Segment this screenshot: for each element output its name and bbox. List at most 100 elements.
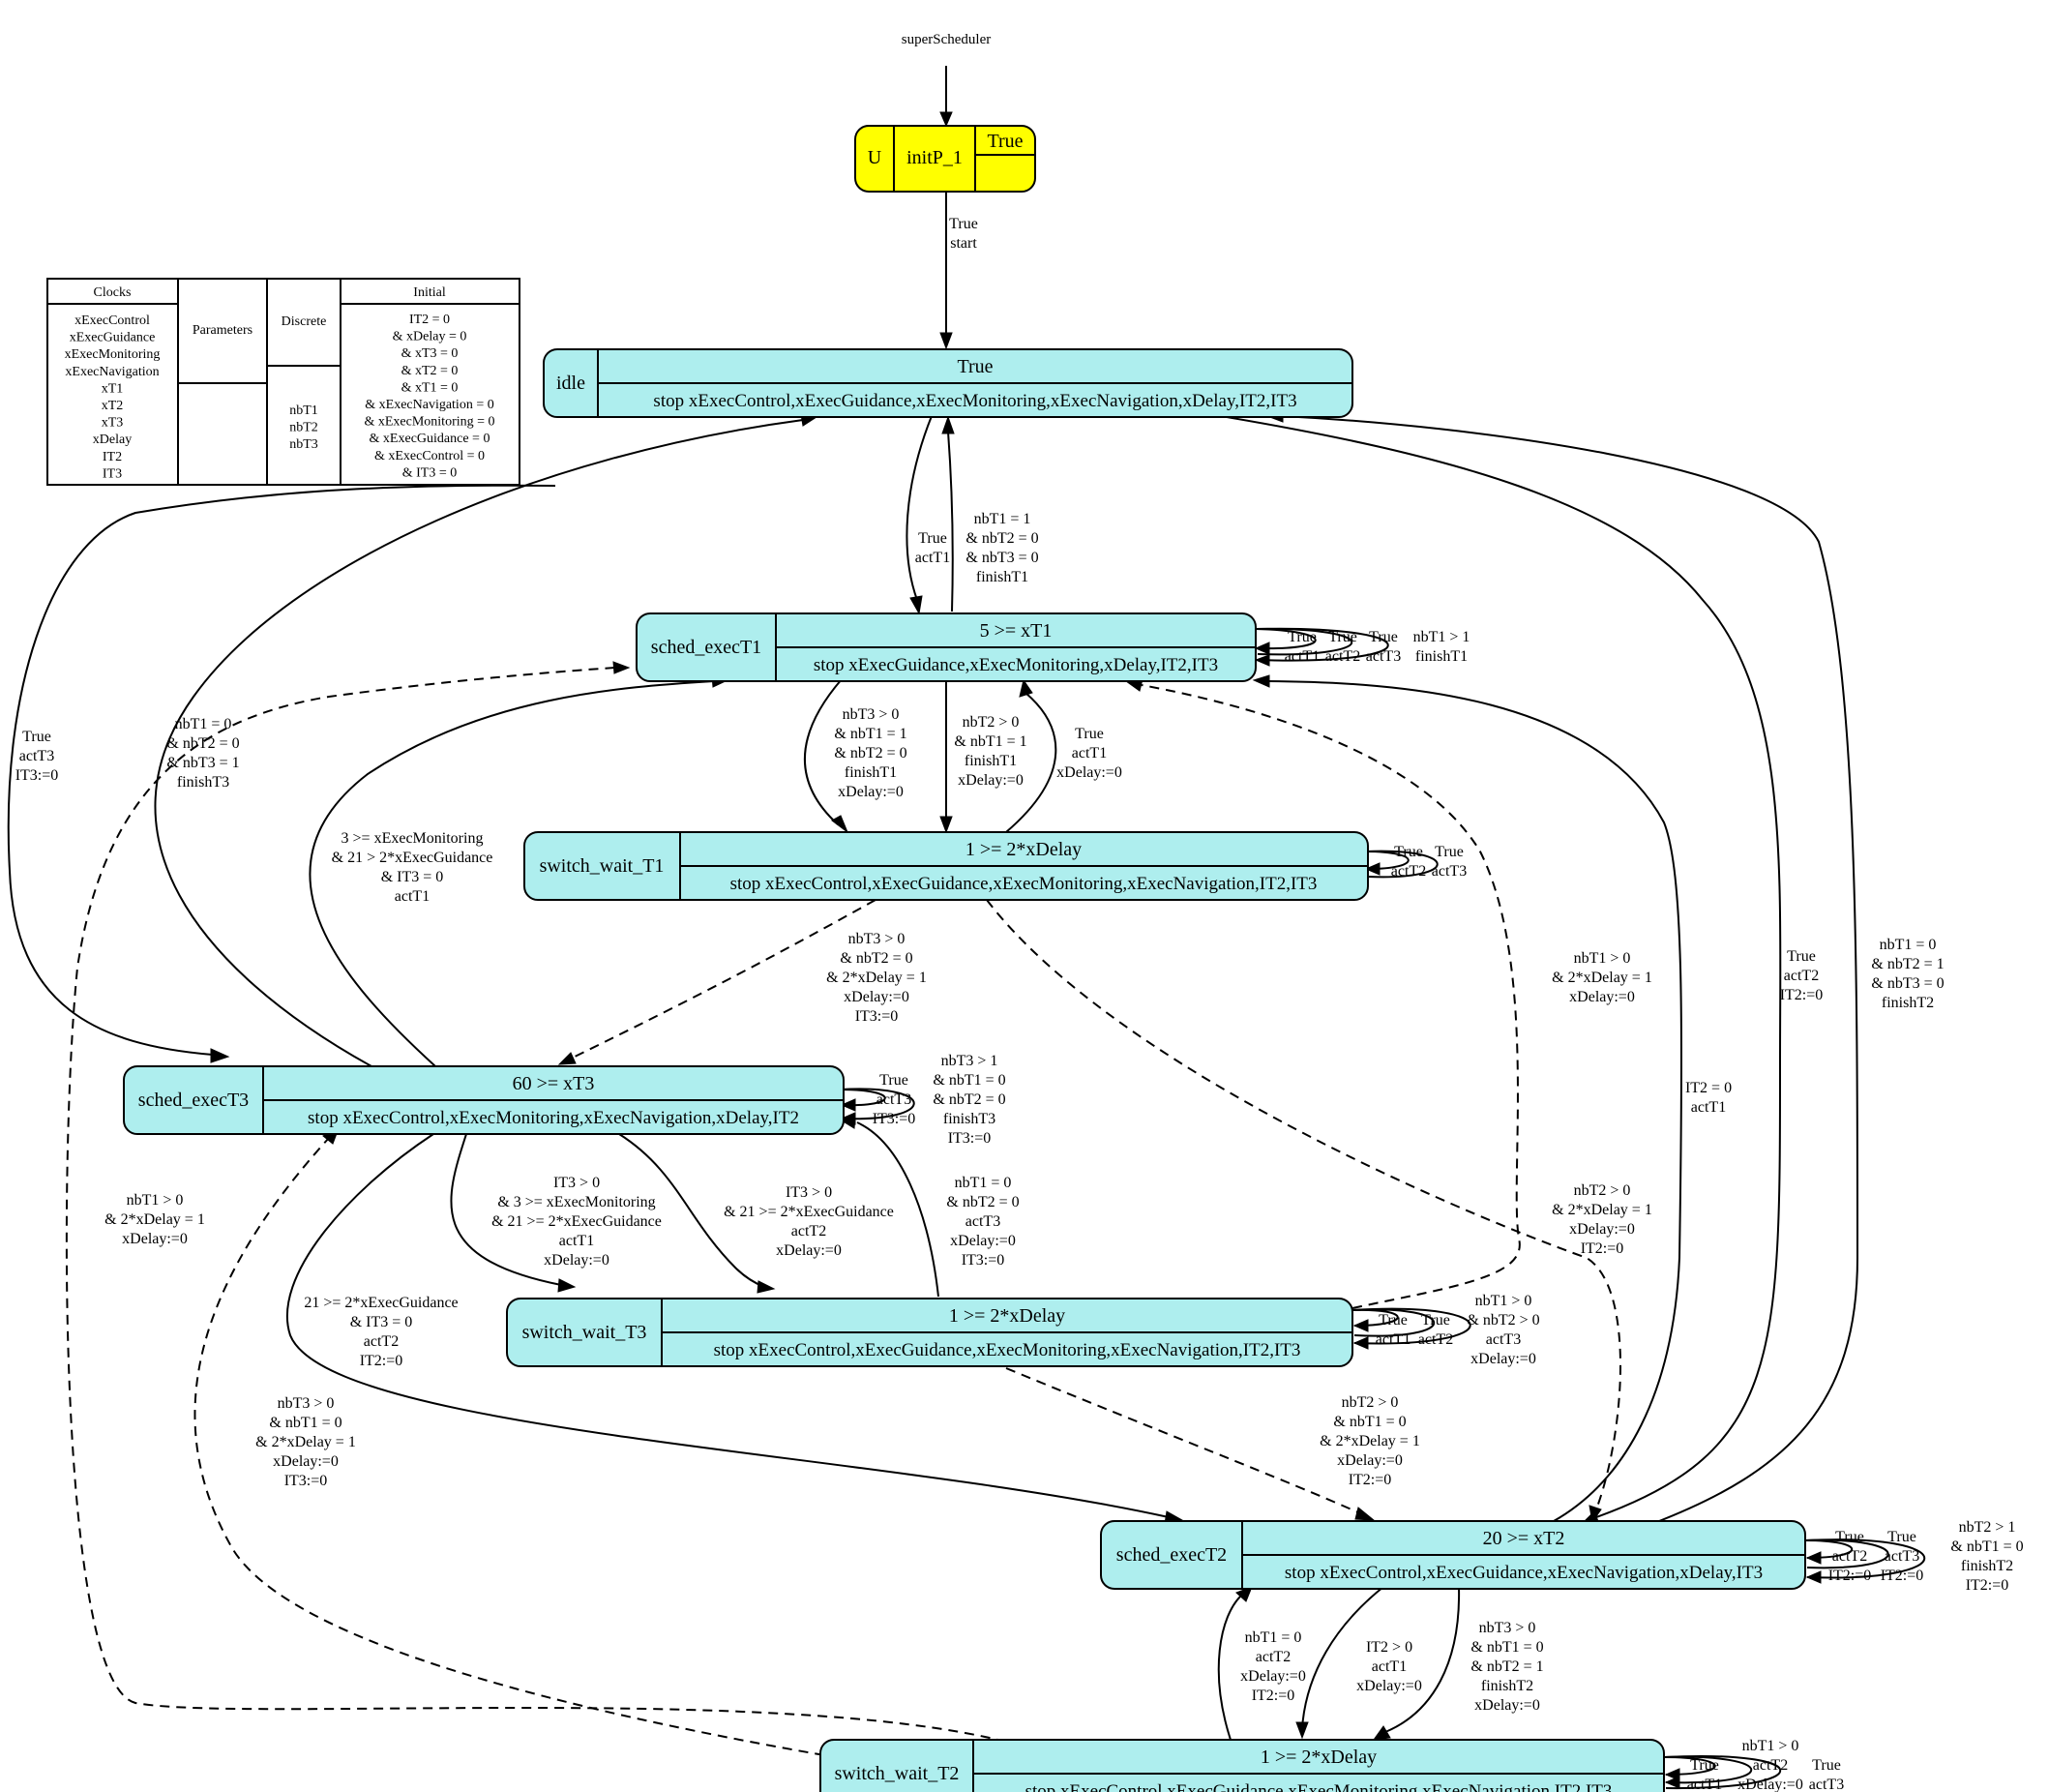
edge-label-line: actT3 [19,748,54,764]
node-switch-wait-t3[interactable]: switch_wait_T3 1 >= 2*xDelay stop xExecC… [506,1298,1353,1367]
edge-label-line: True [1075,726,1104,742]
edge-label-line: & 21 > 2*xExecGuidance [332,850,493,866]
edge-label-line: True [1887,1529,1916,1545]
edge-label-line: & nbT1 = 1 [954,733,1026,750]
node-sched-exect1[interactable]: sched_execT1 5 >= xT1 stop xExecGuidance… [636,612,1257,682]
legend-entry: & xDelay = 0 [393,330,467,344]
edge-label-line: xDelay:=0 [1737,1777,1803,1792]
edge-label-line: & 2*xDelay = 1 [1552,970,1652,986]
init-urgent-label: U [868,147,882,168]
arrowhead [939,816,953,834]
edge-label-line: xDelay:=0 [776,1242,842,1259]
edge-label-line: IT2:=0 [360,1353,403,1369]
legend-entry: xExecGuidance [70,331,156,345]
edge-swt1-to-t1 [1005,692,1057,833]
edge-label-line: & 3 >= xExecMonitoring [497,1194,655,1210]
edge-label-line: & nbT2 = 0 [834,745,906,762]
node-stop: stop xExecControl,xExecMonitoring,xExecN… [308,1108,799,1128]
edge-label-line: actT2 [1418,1331,1453,1348]
edge-swt2-to-t1 [65,667,1007,1743]
edge-label-line: actT3 [1809,1777,1844,1792]
init-node-name: initP_1 [906,147,963,168]
edge-label-line: & 2*xDelay = 1 [104,1211,205,1228]
node-stop: stop xExecControl,xExecGuidance,xExecMon… [1025,1781,1613,1792]
legend-header-clocks: Clocks [94,285,132,300]
edge-label-line: actT2 [1832,1548,1867,1565]
edge-label-line: nbT1 > 0 [127,1192,184,1209]
node-invariant: 60 >= xT3 [513,1073,595,1094]
legend-entry: IT2 = 0 [409,313,450,327]
arrowhead [1372,1725,1391,1741]
edge-label-line: actT3 [1885,1548,1919,1565]
edge-label-line: IT2:=0 [1252,1687,1295,1704]
edge-t2-self-b [1804,1538,1889,1569]
legend-entry: xExecMonitoring [65,347,161,362]
edge-label-line: & 21 >= 2*xExecGuidance [724,1204,894,1220]
edge-label-line: finishT2 [1481,1678,1533,1694]
edge-label-line: & nbT2 = 1 [1871,956,1944,972]
edge-label-line: nbT3 > 0 [278,1395,335,1412]
edge-label-line: IT2:=0 [1966,1577,2009,1594]
edge-label-line: finishT2 [1882,995,1934,1011]
node-sched-exect2[interactable]: sched_execT2 20 >= xT2 stop xExecControl… [1100,1520,1806,1590]
node-idle[interactable]: idle True stop xExecControl,xExecGuidanc… [543,348,1353,418]
node-sched-exect3[interactable]: sched_execT3 60 >= xT3 stop xExecControl… [123,1065,845,1135]
edge-label-line: & IT3 = 0 [381,869,444,885]
node-switch-wait-t2[interactable]: switch_wait_T2 1 >= 2*xDelay stop xExecC… [819,1739,1665,1792]
edge-t2-to-swt2-b [1384,1586,1461,1733]
edge-t2-self-c [1804,1538,1926,1579]
edge-t3-to-idle [154,419,804,1067]
edge-label-line: IT2:=0 [1349,1472,1392,1488]
edge-label-line: xDelay:=0 [544,1252,609,1269]
node-invariant: 20 >= xT2 [1483,1528,1565,1549]
node-stop: stop xExecControl,xExecGuidance,xExecMon… [730,874,1318,894]
arrowhead [557,1278,577,1293]
edge-t1-to-swt1-a [804,678,843,825]
legend-entry: xExecNavigation [65,365,159,379]
legend-clocks-list: xExecControlxExecGuidancexExecMonitoring… [65,314,161,481]
edge-label-line: actT1 [1285,648,1320,665]
legend-entry: & xExecControl = 0 [374,449,485,463]
node-name: switch_wait_T2 [835,1763,960,1784]
arrowhead [1254,642,1270,655]
edge-label-line: nbT1 = 0 [175,716,232,732]
edge-label-line: actT2 [791,1223,826,1239]
edge-swt2-to-t2 [1217,1594,1243,1741]
arrowhead [1805,1570,1822,1584]
edge-idle-to-t3 [7,484,556,1056]
edge-label-line: & nbT1 = 1 [834,726,906,742]
arrowhead [210,1048,230,1063]
legend-header-initial: Initial [413,285,446,300]
edge-label-line: IT3:=0 [948,1130,992,1147]
init-node-invariant: True [987,131,1023,152]
edge-label-line: True [1369,629,1398,645]
node-switch-wait-t1[interactable]: switch_wait_T1 1 >= 2*xDelay stop xExecC… [523,831,1369,901]
legend-header-parameters: Parameters [193,323,252,338]
edge-label-line: xDelay:=0 [1337,1452,1403,1469]
edge-label-line: IT3 > 0 [786,1184,832,1201]
edge-label-line: 3 >= xExecMonitoring [342,830,484,847]
edge-label-line: xDelay:=0 [1474,1697,1540,1714]
edge-label-line: True [1379,1312,1408,1329]
graph-title: superScheduler [902,32,991,47]
edge-label-line: & nbT1 = 0 [1950,1538,2023,1555]
init-node[interactable]: U initP_1 True [854,125,1036,193]
edge-label-line: nbT1 > 1 [1413,629,1470,645]
